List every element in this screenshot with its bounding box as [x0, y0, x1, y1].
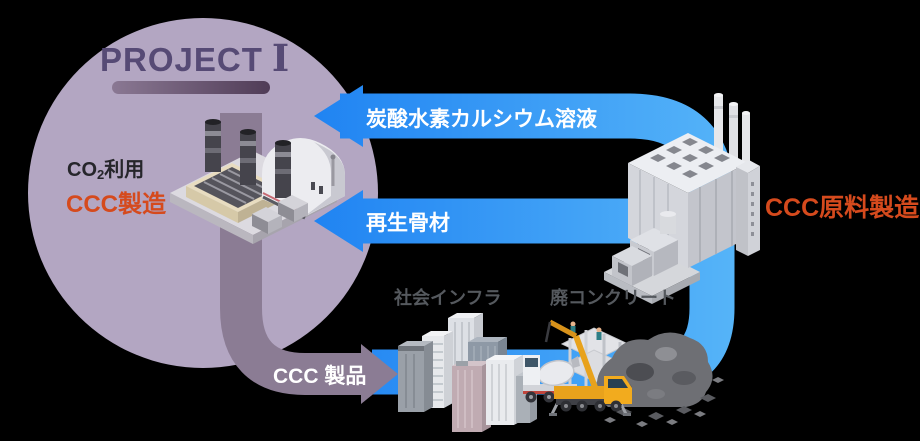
infrastructure-label: 社会インフラ — [394, 288, 502, 308]
solution-arrowhead-icon — [314, 85, 363, 147]
construction-site-icon — [523, 319, 724, 427]
pump-truck-icon — [544, 319, 632, 416]
solution-flow-label: 炭酸水素カルシウム溶液 — [366, 108, 597, 131]
co2-usage-label: CO2利用 — [67, 153, 144, 182]
product-band — [220, 113, 362, 395]
ccc-manufacturing-label: CCC製造 — [66, 191, 166, 218]
project-numeral: I — [271, 36, 291, 80]
co2-subscript: 2 — [97, 167, 105, 182]
city-buildings-icon — [398, 313, 537, 432]
raw-material-plant-label: CCC原料製造 — [765, 194, 920, 222]
co2-suffix: 利用 — [104, 159, 145, 181]
product-flow-label: CCC 製品 — [273, 365, 367, 388]
raw-material-plant-icon — [604, 93, 760, 304]
project-title-text: PROJECT — [100, 41, 263, 78]
co2-prefix: CO — [67, 159, 97, 181]
roof-vents-icon — [650, 138, 730, 178]
pipes-icon — [714, 93, 750, 163]
waste-concrete-label: 廃コンクリート — [550, 288, 676, 308]
tower-windows — [751, 182, 754, 236]
ccc-plant-icon — [170, 119, 345, 244]
product-arrowhead-icon — [361, 344, 398, 404]
product-flow-band — [220, 113, 398, 404]
aggregate-arrowhead-icon — [314, 190, 363, 252]
title-underline-bar — [112, 81, 270, 94]
chimney-icons — [205, 119, 291, 198]
aggregate-flow-label: 再生骨材 — [366, 212, 450, 235]
